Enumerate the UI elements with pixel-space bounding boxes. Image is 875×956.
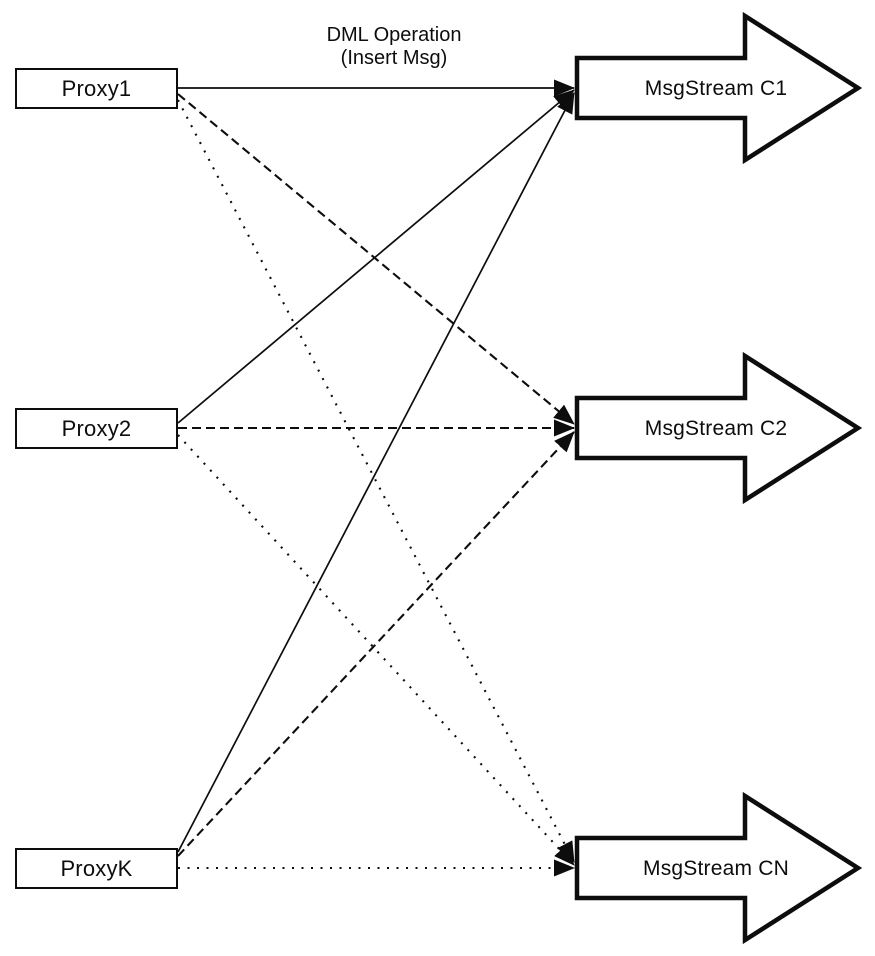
msgstream-c2-label: MsgStream C2 [644,417,788,440]
edge-label-line1: DML Operation [326,24,462,46]
proxy2-label: Proxy2 [61,415,132,441]
proxyk-label: ProxyK [60,855,133,881]
msgstream-cn-arrow-shape [574,791,863,945]
edge-proxyk-to-c1 [177,92,575,853]
edge-proxyk-to-c2 [177,431,575,857]
edge-proxy1-to-c2 [177,93,575,425]
stream-shapes [574,11,863,945]
proxy1-box: Proxy1 [15,68,178,109]
edge-proxy1-to-cn [177,99,575,863]
edge-proxy2-to-c1 [177,89,575,424]
msgstream-c1-arrow-shape [574,11,863,165]
msgstream-cn-label: MsgStream CN [643,857,789,880]
edge-label-line2: (Insert Msg) [340,47,448,69]
msgstream-c2-arrow-shape [574,351,863,505]
edges [177,79,575,877]
msgstream-c1-label: MsgStream C1 [644,77,788,100]
proxy2-box: Proxy2 [15,408,178,449]
edge-label: DML Operation (Insert Msg) [327,24,462,70]
proxyk-box: ProxyK [15,848,178,889]
edge-proxy2-to-cn [177,434,575,866]
proxy1-label: Proxy1 [61,75,132,101]
